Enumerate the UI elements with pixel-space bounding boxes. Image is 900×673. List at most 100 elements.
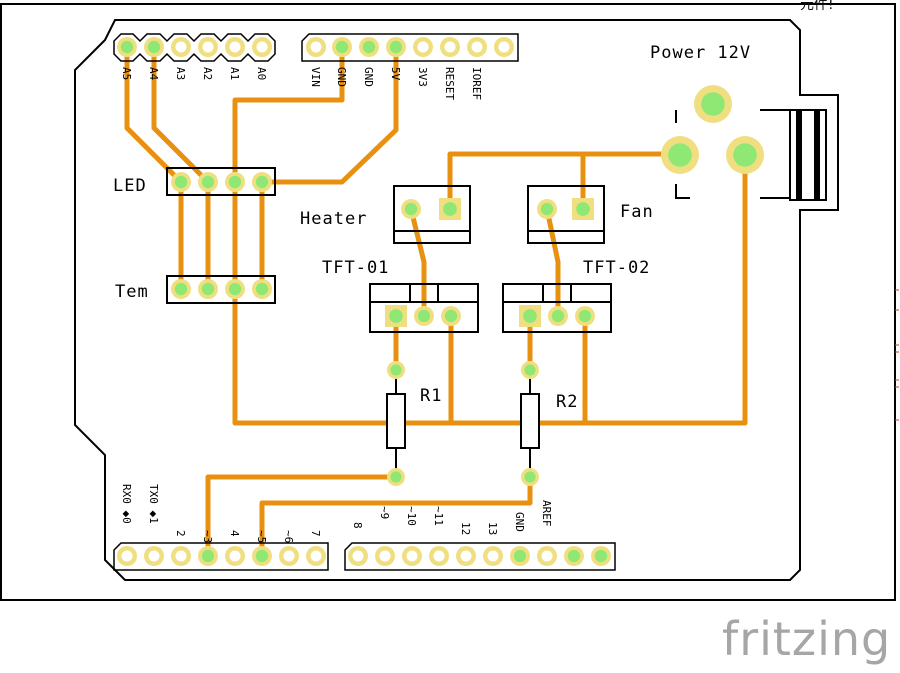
label-heater: Heater: [300, 209, 367, 229]
pin-label-bottom-right-4: 12: [459, 522, 472, 535]
trace-gnd-led: [232, 44, 345, 185]
tft-01-body: [369, 283, 479, 333]
header-pad-bottom-right-7: [537, 546, 557, 566]
header-pad-top-right-1: [332, 37, 352, 57]
label-tem: Tem: [115, 282, 149, 302]
corner-label: 元件!: [800, 0, 834, 13]
tft-02-pad-3: [575, 306, 595, 326]
r1-pad-top: [387, 361, 405, 379]
header-outlines: [113, 33, 616, 571]
pin-label-bottom-right-1: ~9: [378, 506, 391, 519]
header-pad-top-right-7: [494, 37, 514, 57]
pin-label-top-left-2: A3: [174, 67, 187, 80]
pin-label-top-left-0: A5: [120, 67, 133, 80]
header-pad-top-right-4: [413, 37, 433, 57]
header-pad-top-right-6: [467, 37, 487, 57]
pin-label-bottom-right-7: AREF: [540, 500, 553, 527]
label-fan: Fan: [620, 202, 654, 222]
pin-label-top-right-3: 5V: [389, 67, 402, 81]
led-pad-0: [171, 172, 191, 192]
header-pad-bottom-right-3: [429, 546, 449, 566]
fan-body: [527, 185, 605, 244]
resistor-r1: [386, 393, 406, 449]
header-pad-bottom-right-2: [402, 546, 422, 566]
header-pad-bottom-right-6: [510, 546, 530, 566]
tem-pad-1: [198, 279, 218, 299]
header-pad-top-left-1: [144, 37, 164, 57]
pin-label-top-right-4: 3V3: [416, 67, 429, 87]
label-r2: R2: [556, 392, 578, 412]
power-jack-pad-right: [726, 136, 764, 174]
trace-heater-tft1: [407, 205, 427, 319]
header-pad-top-left-2: [171, 37, 191, 57]
edge-marks: [895, 289, 899, 421]
label-power: Power 12V: [650, 43, 751, 63]
tem-connector: [166, 275, 276, 304]
header-pad-bottom-right-0: [348, 546, 368, 566]
label-led: LED: [113, 176, 147, 196]
header-pad-top-right-3: [386, 37, 406, 57]
header-pad-top-left-4: [225, 37, 245, 57]
pin-label-bottom-right-2: ~10: [405, 506, 418, 526]
header-pad-bottom-right-8: [564, 546, 584, 566]
tft-02-pad-1: [519, 305, 541, 327]
pin-label-top-right-5: RESET: [443, 67, 456, 100]
tft-01-pad-2: [414, 306, 434, 326]
pin-label-bottom-right-0: 8: [351, 522, 364, 529]
pin-label-bottom-left-5: ~5: [255, 530, 268, 543]
tem-pad-2: [225, 279, 245, 299]
pin-label-top-left-4: A1: [228, 67, 241, 80]
trace-a5-led: [124, 44, 185, 186]
led-pad-1: [198, 172, 218, 192]
header-pad-bottom-left-3: [198, 546, 218, 566]
header-pad-top-left-0: [117, 37, 137, 57]
heater-pad-1: [401, 199, 421, 219]
frame-outline: [0, 3, 896, 601]
traces: [124, 44, 748, 559]
trace-5v-led: [259, 44, 399, 185]
power-jack-pad-top: [694, 85, 732, 123]
pin-label-bottom-right-5: 13: [486, 522, 499, 535]
trace-r1-pin3: [205, 474, 399, 559]
pin-label-bottom-left-4: 4: [228, 530, 241, 537]
header-pad-bottom-left-4: [225, 546, 245, 566]
fritzing-watermark: fritzing: [722, 612, 892, 666]
header-pad-bottom-left-2: [171, 546, 191, 566]
header-pad-bottom-left-7: [306, 546, 326, 566]
heater-body: [393, 185, 471, 244]
pin-label-top-right-2: GND: [362, 67, 375, 87]
r1-pad-bottom: [387, 468, 405, 486]
pin-label-bottom-right-3: ~11: [432, 506, 445, 526]
tft-02-pad-2: [548, 306, 568, 326]
trace-a4-led: [151, 44, 212, 186]
trace-r2-pin5: [259, 474, 533, 559]
pin-label-bottom-left-2: 2: [174, 530, 187, 537]
header-pad-top-right-5: [440, 37, 460, 57]
header-pad-top-right-0: [306, 37, 326, 57]
heater-pad-2: [439, 198, 461, 220]
label-r1: R1: [420, 386, 442, 406]
resistor-r2: [520, 393, 540, 449]
tem-pad-3: [252, 279, 272, 299]
pin-label-top-left-1: A4: [147, 67, 160, 81]
label-tft-02: TFT-02: [583, 258, 650, 278]
header-pad-top-left-3: [198, 37, 218, 57]
led-pad-3: [252, 172, 272, 192]
pin-label-top-right-0: VIN: [309, 67, 322, 87]
power-jack: [675, 109, 827, 201]
pin-label-bottom-left-7: 7: [309, 530, 322, 537]
pin-label-bottom-left-1: TX0 ◆1: [147, 484, 160, 524]
r2-pad-bottom: [521, 468, 539, 486]
led-pad-2: [225, 172, 245, 192]
header-pad-top-right-2: [359, 37, 379, 57]
tft-02-body: [502, 283, 612, 333]
header-pad-bottom-right-1: [375, 546, 395, 566]
tft-01-pad-3: [441, 306, 461, 326]
power-jack-pad-left: [661, 136, 699, 174]
tem-pad-0: [171, 279, 191, 299]
label-tft-01: TFT-01: [322, 258, 389, 278]
header-pad-bottom-right-4: [456, 546, 476, 566]
header-pad-bottom-left-6: [279, 546, 299, 566]
